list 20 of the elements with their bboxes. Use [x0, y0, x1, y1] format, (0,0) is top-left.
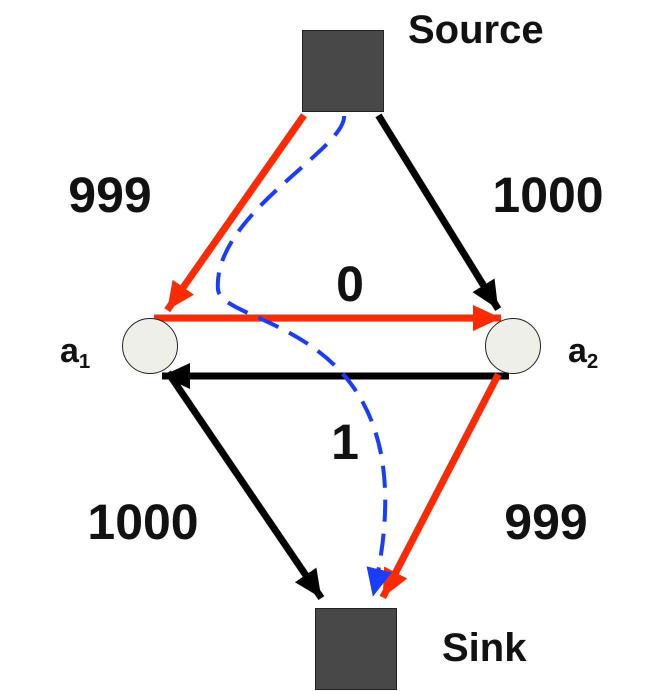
arrow — [162, 363, 509, 389]
circle-node — [122, 318, 178, 374]
node-label: Source — [408, 8, 544, 53]
arrow — [165, 370, 324, 600]
edge-label: 0 — [336, 259, 364, 309]
edge-label: 999 — [68, 170, 152, 220]
node-label: a$_{2}$ — [568, 332, 598, 374]
edge-label: 1 — [331, 417, 359, 467]
node-label: Sink — [442, 626, 526, 671]
edge-label: 1000 — [492, 170, 604, 220]
arrow — [216, 115, 390, 597]
node-label: a$_{1}$ — [60, 332, 90, 374]
square-node — [315, 608, 397, 690]
arrow — [154, 305, 501, 331]
edge-label: 999 — [504, 497, 588, 547]
arrow — [375, 114, 502, 311]
arrow — [164, 113, 307, 312]
square-node — [302, 30, 384, 112]
arrow — [380, 372, 502, 599]
edge-label: 1000 — [87, 497, 199, 547]
